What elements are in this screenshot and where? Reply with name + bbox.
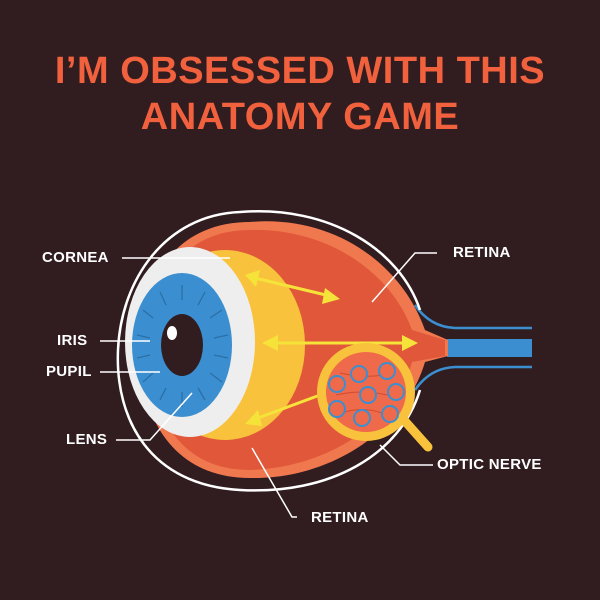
label-iris: IRIS — [57, 332, 88, 349]
label-retina-top: RETINA — [453, 244, 511, 261]
light-arrows — [245, 270, 418, 426]
pupil-shape — [161, 314, 203, 376]
label-optic-nerve: OPTIC NERVE — [437, 456, 542, 473]
label-retina-bottom: RETINA — [311, 509, 369, 526]
headline-line-2: ANATOMY GAME — [140, 96, 460, 138]
label-lens: LENS — [66, 431, 108, 448]
magnifier-icon — [317, 343, 433, 452]
leader-lines — [100, 252, 437, 518]
label-pupil: PUPIL — [46, 363, 92, 380]
optic-nerve — [413, 304, 532, 391]
headline-line-1: I’M OBSESSED WITH THIS — [54, 50, 546, 92]
label-cornea: CORNEA — [42, 249, 109, 266]
